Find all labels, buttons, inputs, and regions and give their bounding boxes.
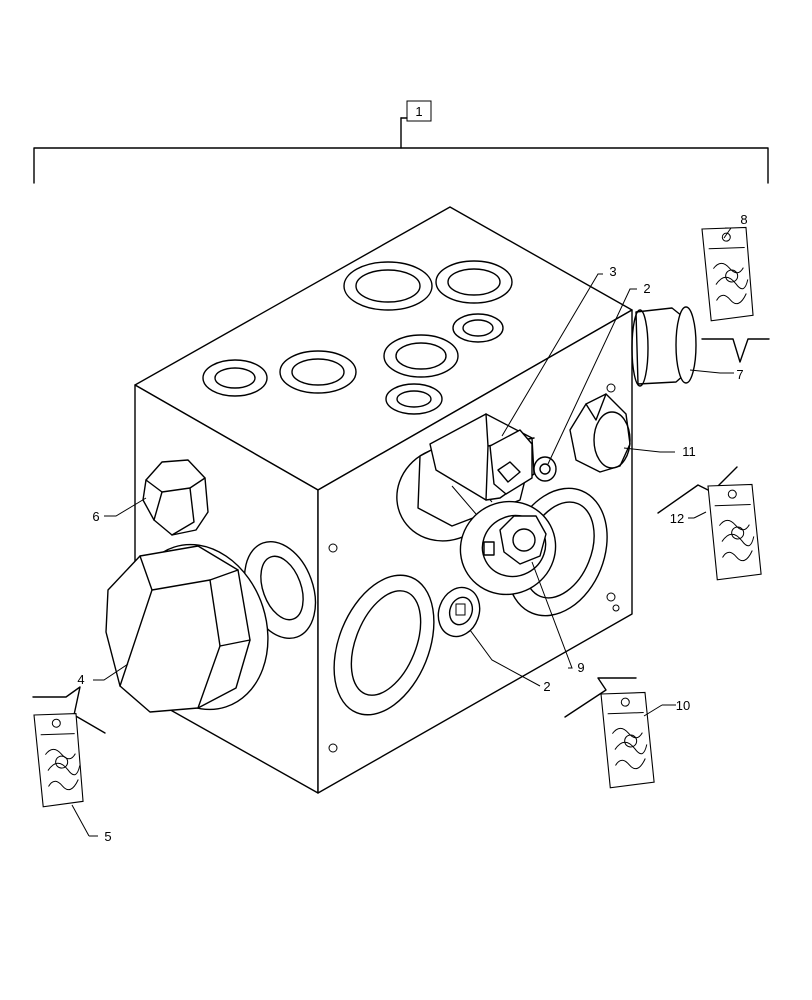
callout-7: 7 xyxy=(736,367,743,382)
callout-5: 5 xyxy=(104,829,111,844)
small-plug-upper xyxy=(533,456,557,482)
small-plug-lower xyxy=(437,586,481,638)
seal-kit-bag xyxy=(707,483,762,581)
callout-8: 8 xyxy=(740,212,747,227)
callout-1: 1 xyxy=(415,104,422,119)
callout-11: 11 xyxy=(682,444,696,459)
callout-2-upper: 2 xyxy=(643,281,650,296)
seal-kit-bag xyxy=(33,712,84,808)
electrical-connector xyxy=(429,413,535,501)
seal-kit-bag xyxy=(600,691,655,789)
callout-9: 9 xyxy=(577,660,584,675)
section-break-marks xyxy=(32,338,770,734)
callout-3: 3 xyxy=(609,264,616,279)
callout-6: 6 xyxy=(92,509,99,524)
assembly-bracket: 1 xyxy=(33,100,769,184)
top-ports xyxy=(202,260,513,415)
callout-2-lower: 2 xyxy=(543,679,550,694)
callout-10: 10 xyxy=(676,698,690,713)
cartridge-valve xyxy=(569,306,697,473)
leader-lines xyxy=(89,227,734,837)
callout-12: 12 xyxy=(670,511,684,526)
seal-kit-bag xyxy=(701,226,754,322)
large-hex-plug xyxy=(105,543,269,713)
small-hex-plug xyxy=(142,459,209,536)
callout-4: 4 xyxy=(77,672,84,687)
